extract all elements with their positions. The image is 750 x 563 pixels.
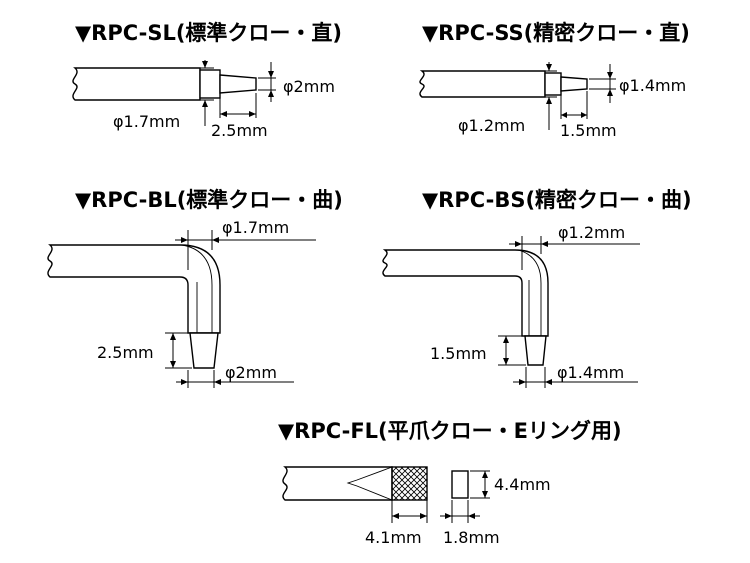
rpc-bl-shaft-diameter-label: φ1.7mm <box>222 218 289 237</box>
rpc-ss-collar <box>544 72 562 96</box>
rpc-bs-tip-length-dimension <box>498 335 526 366</box>
rpc-bs-title: ▼RPC-BS(精密クロー・曲) <box>422 188 692 212</box>
rpc-fl-tip-section <box>451 470 469 499</box>
rpc-bs-shaft-diameter-label: φ1.2mm <box>558 223 625 242</box>
rpc-bl-tip-diameter-label: φ2mm <box>225 363 277 382</box>
rpc-ss-title: ▼RPC-SS(精密クロー・直) <box>422 21 690 45</box>
rpc-ss-tip-length-label: 1.5mm <box>560 121 617 140</box>
rpc-bl-title: ▼RPC-BL(標準クロー・曲) <box>75 188 343 212</box>
rpc-fl-tip-width-label: 4.4mm <box>494 475 551 494</box>
rpc-fl-title: ▼RPC-FL(平爪クロー・Eリング用) <box>278 419 622 443</box>
rpc-bs-tip-diameter-label: φ1.4mm <box>557 363 624 382</box>
rpc-ss-shaft <box>419 70 546 98</box>
rpc-fl-tip-thickness-label: 1.8mm <box>443 528 500 547</box>
rpc-bs-tip <box>524 335 547 366</box>
rpc-sl-shaft-diameter-label: φ1.7mm <box>113 112 180 131</box>
rpc-fl-tip-width-dimension <box>470 470 490 499</box>
rpc-sl-tip-length-label: 2.5mm <box>211 121 268 140</box>
rpc-ss-diagram: ▼RPC-SS(精密クロー・直) φ1.2mm φ1.4mm <box>419 21 690 140</box>
rpc-sl-collar <box>199 69 221 99</box>
rpc-ss-tip-diameter-dimension <box>589 64 616 103</box>
rpc-bl-shaft-diameter-dimension <box>175 230 316 270</box>
rpc-fl-tip-thickness-dimension <box>440 500 480 523</box>
rpc-bs-tip-diameter-dimension <box>513 367 638 388</box>
rpc-fl-knurled-tip <box>391 466 428 501</box>
rpc-sl-tip-diameter-label: φ2mm <box>283 77 335 96</box>
rpc-bl-tip-length-label: 2.5mm <box>97 343 154 362</box>
rpc-fl-tip-length-label: 4.1mm <box>365 528 422 547</box>
rpc-bs-shaft-diameter-dimension <box>509 236 640 270</box>
rpc-bs-tip-length-label: 1.5mm <box>430 344 487 363</box>
rpc-bs-shaft <box>382 249 549 337</box>
rpc-bl-tip <box>189 332 219 369</box>
rpc-ss-tip-length-dimension <box>560 91 588 119</box>
rpc-fl-shaft <box>282 466 393 501</box>
rpc-fl-diagram: ▼RPC-FL(平爪クロー・Eリング用) 4.1mm 1.8mm <box>278 419 622 547</box>
rpc-bl-diagram: ▼RPC-BL(標準クロー・曲) φ1.7mm 2.5mm <box>47 188 343 388</box>
rpc-sl-tip <box>219 74 257 94</box>
rpc-sl-diagram: ▼RPC-SL(標準クロー・直) φ1.7mm φ2mm <box>72 21 342 140</box>
rpc-sl-title: ▼RPC-SL(標準クロー・直) <box>75 21 342 45</box>
rpc-bs-diagram: ▼RPC-BS(精密クロー・曲) φ1.2mm 1.5mm φ1. <box>382 188 692 388</box>
rpc-ss-tip-diameter-label: φ1.4mm <box>619 76 686 95</box>
rpc-bl-tip-length-dimension <box>165 332 192 369</box>
rpc-bl-tip-diameter-dimension <box>176 370 294 388</box>
rpc-sl-shaft-diameter-dimension <box>196 60 214 126</box>
rpc-ss-shaft-diameter-label: φ1.2mm <box>458 116 525 135</box>
rpc-fl-tip-length-dimension <box>391 500 428 523</box>
rpc-sl-shaft <box>72 67 201 101</box>
rpc-sl-tip-length-dimension <box>219 93 257 118</box>
rpc-ss-tip <box>560 76 588 92</box>
rpc-bl-shaft <box>47 244 221 334</box>
rpc-sl-tip-diameter-dimension <box>258 62 276 102</box>
rpc-ss-shaft-diameter-dimension <box>541 62 557 130</box>
